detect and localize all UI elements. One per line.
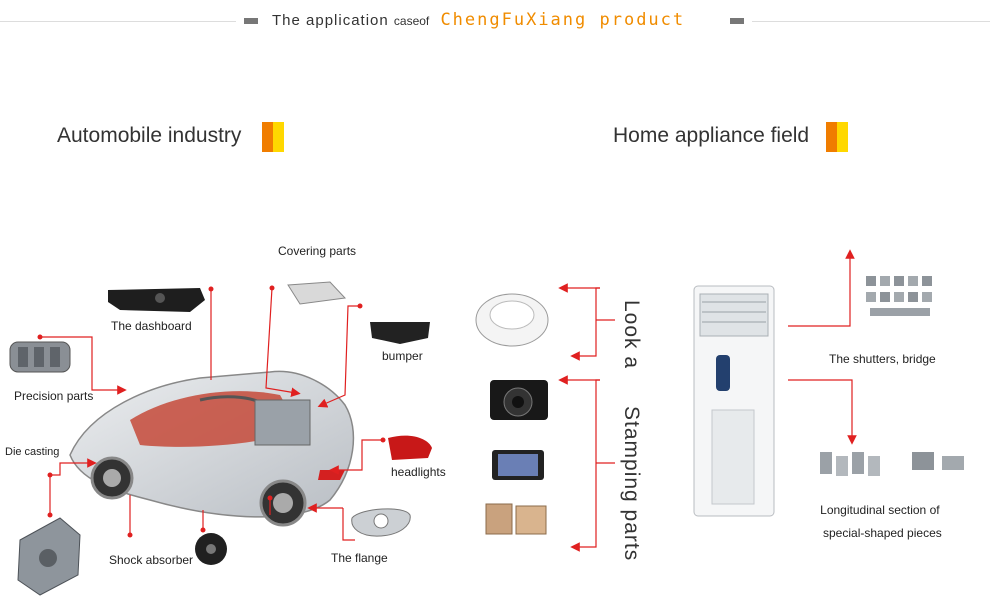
dashboard-image <box>108 288 205 312</box>
vertical-label-look: Look a <box>620 300 643 370</box>
label-covering-parts: Covering parts <box>278 244 357 258</box>
title-brand: ChengFuXiang product <box>440 10 686 30</box>
label-precision-parts: Precision parts <box>14 389 94 403</box>
header-dash-right <box>730 18 744 24</box>
header-dash-left <box>244 18 258 24</box>
label-flange: The flange <box>331 551 388 565</box>
header-line-right <box>752 21 990 22</box>
stamped-parts-image <box>485 503 547 535</box>
middle-connectors <box>558 283 615 552</box>
header-line-left <box>0 21 236 22</box>
label-bumper: bumper <box>382 349 423 363</box>
vertical-label-stamping: Stamping parts <box>620 406 643 562</box>
die-casting-image <box>17 517 81 596</box>
home-section-title: Home appliance field <box>613 124 810 147</box>
covering-image <box>287 281 347 305</box>
label-shutters-bridge: The shutters, bridge <box>829 352 936 366</box>
auto-connectors <box>40 287 383 541</box>
auto-connector-dots <box>37 285 386 538</box>
title-text-1: The application <box>272 12 389 29</box>
home-title-mark <box>826 122 848 152</box>
label-longitudinal-line1: Longitudinal section of <box>820 503 940 517</box>
precision-parts-image <box>9 341 71 373</box>
car-image <box>69 370 355 527</box>
air-conditioner-image <box>693 285 775 517</box>
page-title: The application caseof ChengFuXiang prod… <box>272 10 685 30</box>
camera-image <box>490 380 548 420</box>
label-headlights: headlights <box>391 465 446 479</box>
label-longitudinal: Longitudinal section of special-shaped p… <box>818 503 942 540</box>
bumper-image <box>370 322 430 344</box>
label-die-casting: Die casting <box>5 446 60 458</box>
flange-image <box>351 508 411 537</box>
phone-image <box>492 450 544 480</box>
label-dashboard: The dashboard <box>111 319 192 333</box>
headlights-image <box>388 435 432 460</box>
home-connectors <box>788 249 857 445</box>
auto-title-mark <box>262 122 284 152</box>
robot-vacuum-image <box>475 293 549 347</box>
shock-absorber-image <box>195 533 227 565</box>
label-longitudinal-line2: special-shaped pieces <box>823 526 942 540</box>
special-shaped-pieces-image <box>815 445 964 487</box>
shutters-parts-image <box>860 270 940 322</box>
page-header: The application caseof ChengFuXiang prod… <box>0 0 990 40</box>
label-shock-absorber: Shock absorber <box>109 553 194 567</box>
auto-section-title: Automobile industry <box>57 124 242 147</box>
title-text-2: caseof <box>393 14 430 28</box>
